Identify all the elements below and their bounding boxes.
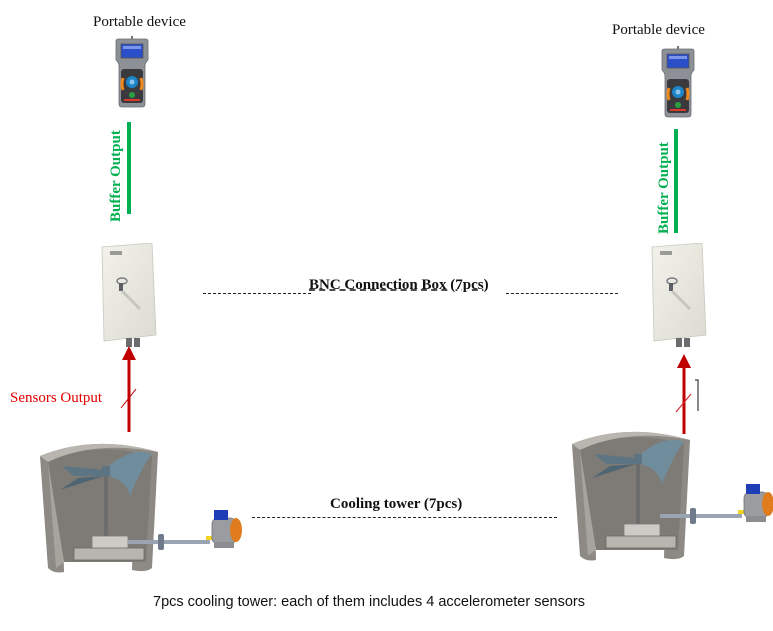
bnc-dash-line-left	[203, 293, 311, 294]
right-buffer-output-label: Buffer Output	[656, 142, 672, 234]
right-buffer-output-line	[674, 129, 678, 233]
right-cooling-tower-icon	[572, 431, 773, 561]
diagram-caption: 7pcs cooling tower: each of them include…	[153, 594, 585, 610]
left-buffer-output-label: Buffer Output	[108, 130, 124, 222]
bnc-connection-box-label: BNC Connection Box (7pcs)	[309, 277, 489, 293]
left-portable-device-icon	[115, 36, 149, 108]
cooling-tower-label: Cooling tower (7pcs)	[330, 496, 463, 512]
right-device-title: Portable device	[612, 22, 705, 38]
left-sensors-output-label: Sensors Output	[10, 390, 103, 406]
left-cooling-tower-icon	[40, 443, 242, 573]
right-portable-device-icon	[661, 46, 695, 118]
cooling-tower-dash-line	[252, 517, 557, 518]
bnc-dash-line-right	[506, 293, 618, 294]
left-sensors-output-arrow	[120, 346, 137, 432]
right-bnc-connection-box-icon	[651, 243, 707, 347]
left-device-title: Portable device	[93, 14, 186, 30]
left-buffer-output-line	[127, 122, 131, 214]
right-sensors-output-arrow	[675, 354, 699, 434]
left-bnc-connection-box-icon	[101, 243, 157, 347]
